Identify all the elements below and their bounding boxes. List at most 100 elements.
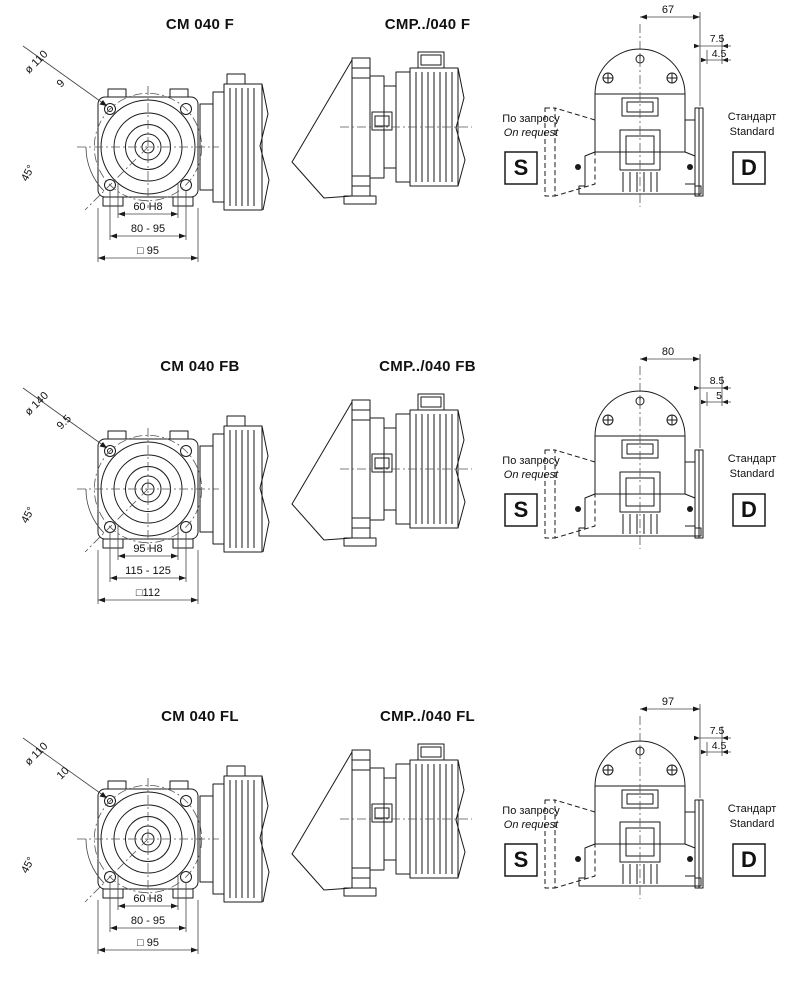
bottom-dimensions: 60 H8 80 - 95 □ 95 [97, 184, 199, 262]
standard-code-box [732, 493, 766, 527]
flange-dim-b-label: 4.5 [712, 740, 727, 752]
bottom-dimensions: 95 H8 115 - 125 □112 [97, 526, 199, 604]
front-view-drawing: ø 140 9.5 45° [19, 387, 270, 604]
center-to-flange-dim-label: 67 [662, 4, 674, 16]
option-label-ru: По запросу [502, 113, 560, 125]
output-view-drawing: 97 7.5 4.5 По запросу On request S Станд… [502, 696, 777, 899]
standard-flange [685, 799, 704, 889]
standard-code: D [741, 155, 757, 180]
option-label-en: On request [504, 819, 559, 831]
flange-dim-b-label: 5 [716, 390, 722, 402]
motor-section [199, 73, 270, 211]
angle-dimension: 45° [19, 838, 105, 884]
bolt-hole-dia-label: 10 [55, 765, 72, 782]
standard-code: D [741, 847, 757, 872]
option-label-en: On request [504, 127, 559, 139]
standard-position-dot [687, 164, 693, 170]
standard-label-ru: Стандарт [728, 453, 777, 465]
option-code: S [514, 497, 529, 522]
angle-label: 45° [19, 163, 37, 183]
range-dimension-label: 115 - 125 [125, 565, 171, 577]
angle-dimension: 45° [19, 146, 105, 192]
cmp-model-title: CMP../040 FL [379, 708, 476, 725]
cmp-model-title: CMP../040 FB [379, 358, 476, 375]
gearmotor-side-outline [291, 393, 466, 547]
angle-dimension: 45° [19, 488, 105, 534]
mounting-standard-right: Стандарт Standard D [728, 803, 777, 877]
angle-label: 45° [19, 505, 37, 525]
gearmotor-side-outline [291, 51, 466, 205]
bore-dimension-label: 95 H8 [133, 543, 162, 555]
output-dimensions: 80 8.5 5 [640, 346, 731, 448]
square-dimension-label: □ 95 [137, 245, 159, 257]
mounting-option-left: По запросу On request S [502, 805, 560, 877]
standard-label-ru: Стандарт [728, 803, 777, 815]
optional-flange-dashed [544, 107, 596, 197]
front-view-drawing: ø 110 9 45° [19, 45, 270, 262]
front-view-drawing: ø 110 10 45° [19, 737, 270, 954]
standard-code-box [732, 843, 766, 877]
mounting-option-left: По запросу On request S [502, 113, 560, 185]
square-dimension-label: □ 95 [137, 937, 159, 949]
range-dimension-label: 80 - 95 [131, 223, 165, 235]
standard-label-en: Standard [730, 126, 775, 138]
cm-model-title: CM 040 F [165, 16, 235, 33]
cmp-model-title: CMP../040 F [384, 16, 471, 33]
flange-bolt-circle-dia-label: ø 140 [23, 390, 51, 418]
motor-section [199, 765, 270, 903]
standard-label-en: Standard [730, 468, 775, 480]
cm-model-title: CM 040 FB [160, 358, 240, 375]
option-code-box [504, 843, 538, 877]
standard-code-box [732, 151, 766, 185]
option-code-box [504, 493, 538, 527]
optional-flange-dashed [544, 449, 596, 539]
motor-section [199, 415, 270, 553]
optional-flange-dashed [544, 799, 596, 889]
option-position-dot [575, 506, 581, 512]
center-to-flange-dim-label: 80 [662, 346, 674, 358]
output-view-drawing: 80 8.5 5 По запросу On request S Стандар… [502, 346, 777, 549]
standard-label-ru: Стандарт [728, 111, 777, 123]
flange-dim-a-label: 7.5 [710, 33, 725, 45]
mounting-option-left: По запросу On request S [502, 455, 560, 527]
gearmotor-side-outline [291, 743, 466, 897]
flange-dimension-leaders: ø 110 9 [23, 45, 108, 107]
flange-dim-a-label: 8.5 [710, 375, 725, 387]
option-label-ru: По запросу [502, 805, 560, 817]
output-dimensions: 97 7.5 4.5 [640, 696, 731, 798]
bottom-dimensions: 60 H8 80 - 95 □ 95 [97, 876, 199, 954]
option-position-dot [575, 164, 581, 170]
angle-label: 45° [19, 855, 37, 875]
centerlines [77, 86, 219, 211]
mounting-standard-right: Стандарт Standard D [728, 111, 777, 185]
option-code-box [504, 151, 538, 185]
side-view-drawing [291, 743, 472, 897]
bolt-hole-dia-label: 9.5 [55, 413, 74, 432]
flange-dimension-leaders: ø 140 9.5 [23, 387, 108, 449]
option-code: S [514, 847, 529, 872]
option-label-en: On request [504, 469, 559, 481]
standard-label-en: Standard [730, 818, 775, 830]
flange-dimension-leaders: ø 110 10 [23, 737, 108, 799]
output-dimensions: 67 7.5 4.5 [640, 4, 731, 106]
bolt-hole-dia-label: 9 [55, 77, 68, 90]
flange-dim-b-label: 4.5 [712, 48, 727, 60]
flange-dim-a-label: 7.5 [710, 725, 725, 737]
center-to-flange-dim-label: 97 [662, 696, 674, 708]
standard-flange [685, 449, 704, 539]
standard-code: D [741, 497, 757, 522]
option-label-ru: По запросу [502, 455, 560, 467]
centerlines [77, 428, 219, 553]
range-dimension-label: 80 - 95 [131, 915, 165, 927]
square-dimension-label: □112 [136, 587, 160, 599]
bore-dimension-label: 60 H8 [133, 893, 162, 905]
standard-position-dot [687, 856, 693, 862]
option-position-dot [575, 856, 581, 862]
mounting-standard-right: Стандарт Standard D [728, 453, 777, 527]
standard-flange [685, 107, 704, 197]
cm-model-title: CM 040 FL [161, 708, 239, 725]
side-view-drawing [291, 393, 472, 547]
standard-position-dot [687, 506, 693, 512]
bore-dimension-label: 60 H8 [133, 201, 162, 213]
